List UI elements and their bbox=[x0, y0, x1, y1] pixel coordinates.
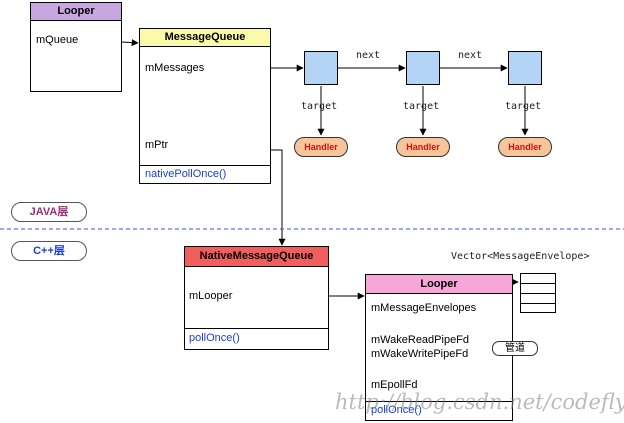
java-looper-field-mqueue: mQueue bbox=[36, 34, 79, 46]
handler-3: Handler bbox=[498, 137, 552, 157]
native-message-queue-class: NativeMessageQueue mLooper pollOnce() bbox=[184, 246, 329, 350]
target-label-1: target bbox=[301, 101, 338, 112]
handler-2: Handler bbox=[396, 137, 450, 157]
native-looper-field-mwakereadpipefd: mWakeReadPipeFd bbox=[371, 334, 470, 346]
native-looper-separator bbox=[366, 401, 512, 402]
native-looper-field-mmessageenvelopes: mMessageEnvelopes bbox=[371, 302, 477, 314]
native-message-queue-field-mlooper: mLooper bbox=[189, 290, 233, 302]
message-node-1 bbox=[304, 51, 338, 85]
vector-slot bbox=[521, 294, 555, 304]
pipe-label: 管道 bbox=[492, 341, 538, 356]
vector-box bbox=[520, 273, 556, 313]
next-label-1: next bbox=[356, 50, 381, 61]
message-queue-class: MessageQueue mMessages mPtr nativePollOn… bbox=[139, 28, 271, 184]
watermark: http://blog.csdn.net/codefly bbox=[335, 390, 624, 414]
vector-label: Vector<MessageEnvelope> bbox=[451, 251, 590, 262]
native-looper-method-poll-once: pollOnce() bbox=[371, 404, 422, 416]
target-label-2: target bbox=[403, 101, 440, 112]
vector-slot bbox=[521, 304, 555, 314]
native-looper-class: Looper mMessageEnvelopes mWakeReadPipeFd… bbox=[365, 274, 513, 421]
native-looper-title: Looper bbox=[366, 275, 512, 294]
native-message-queue-title: NativeMessageQueue bbox=[185, 247, 328, 267]
native-message-queue-method-poll-once: pollOnce() bbox=[189, 332, 240, 344]
java-looper-title: Looper bbox=[31, 3, 121, 21]
message-queue-title: MessageQueue bbox=[140, 29, 270, 47]
message-queue-field-mptr: mPtr bbox=[145, 139, 169, 151]
message-node-3 bbox=[508, 51, 542, 85]
native-looper-field-mepollfd: mEpollFd bbox=[371, 379, 418, 391]
target-label-3: target bbox=[505, 101, 542, 112]
handler-1: Handler bbox=[294, 137, 348, 157]
cpp-layer-badge: C++层 bbox=[11, 241, 87, 261]
message-queue-method-native-poll-once: nativePollOnce() bbox=[145, 168, 227, 180]
next-label-2: next bbox=[458, 50, 483, 61]
message-node-2 bbox=[406, 51, 440, 85]
java-looper-class: Looper mQueue bbox=[30, 2, 122, 92]
native-message-queue-separator bbox=[185, 328, 328, 329]
vector-slot bbox=[521, 274, 555, 284]
native-looper-field-mwakewritepipefd: mWakeWritePipeFd bbox=[371, 348, 469, 360]
message-queue-field-mmessages: mMessages bbox=[145, 62, 205, 74]
vector-slot bbox=[521, 284, 555, 294]
java-layer-badge: JAVA层 bbox=[11, 202, 87, 222]
message-queue-separator bbox=[140, 165, 270, 166]
